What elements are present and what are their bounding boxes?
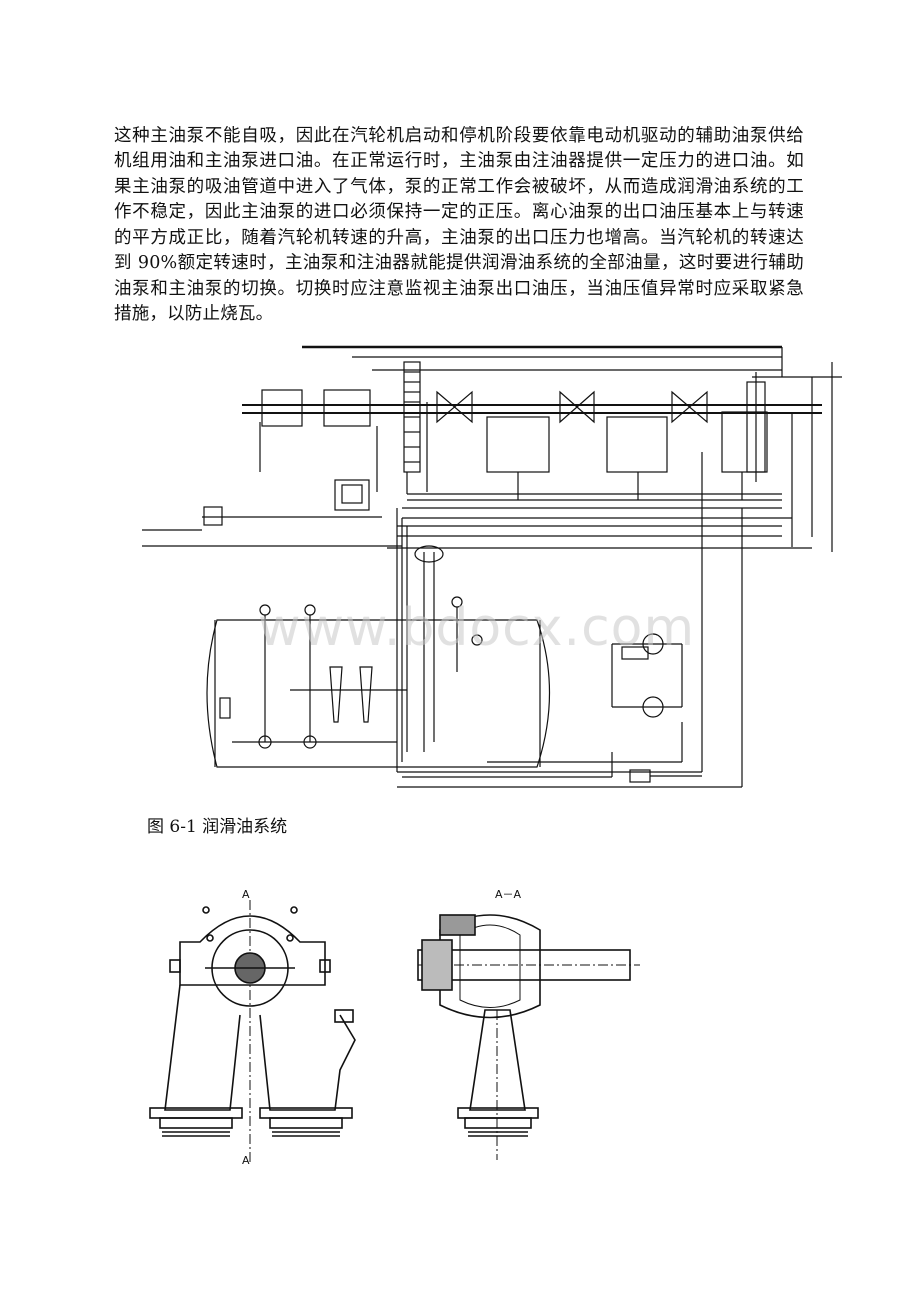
section-title: A－A: [495, 888, 522, 901]
watermark: www.bdocx.com: [258, 598, 696, 658]
body-paragraph: 这种主油泵不能自吸，因此在汽轮机启动和停机阶段要依靠电动机驱动的辅助油泵供给机组…: [114, 125, 804, 325]
section-marker-bottom: A: [242, 1154, 250, 1167]
lube-oil-system-diagram: [142, 345, 842, 788]
section-marker-top: A: [242, 888, 250, 901]
figure-caption: 图 6-1 润滑油系统: [147, 817, 288, 837]
main-oil-pump-drawing: A A A－A: [149, 888, 640, 1167]
